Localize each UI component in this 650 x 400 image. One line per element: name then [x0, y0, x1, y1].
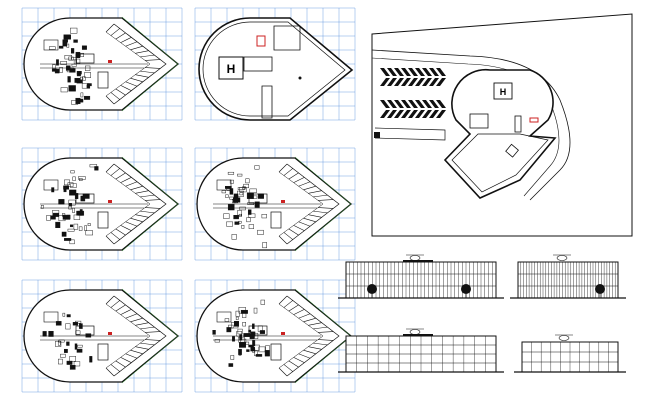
site-plan: H — [371, 13, 633, 237]
floor-plan-1 — [21, 7, 183, 121]
roof-plan: H — [194, 7, 356, 121]
plan-outline — [23, 156, 180, 252]
site-entrance — [514, 115, 522, 133]
roof-drain — [298, 76, 302, 80]
floor-plan-5 — [194, 279, 356, 393]
building-inner — [451, 133, 549, 193]
side-elevation — [510, 254, 626, 299]
roof-wing-upper — [273, 25, 301, 51]
site-helipad — [493, 82, 513, 100]
roof-wing-lower — [261, 85, 273, 119]
plan-outline — [23, 16, 180, 112]
site-helipad-label: H — [500, 87, 507, 97]
parking-divider — [374, 127, 446, 141]
parking-area — [380, 68, 446, 118]
roof-stair-core — [243, 56, 273, 72]
floor-plan-3 — [194, 147, 356, 261]
long-section — [338, 328, 504, 373]
front-elevation — [338, 254, 504, 299]
parking-kerb — [374, 132, 380, 138]
plan-outline — [196, 156, 353, 252]
access-road — [371, 49, 571, 201]
helipad — [218, 56, 244, 80]
floor-plan-2 — [21, 147, 183, 261]
site-core — [469, 113, 489, 129]
site-kiosk — [505, 143, 519, 158]
site-marker — [529, 117, 539, 123]
plan-outline — [23, 288, 180, 384]
floor-plan-4 — [21, 279, 183, 393]
roof-inner-outline — [202, 21, 346, 117]
helipad-label: H — [227, 62, 236, 76]
plan-outline — [196, 288, 353, 384]
short-section — [514, 334, 626, 373]
roof-vent — [256, 35, 266, 47]
